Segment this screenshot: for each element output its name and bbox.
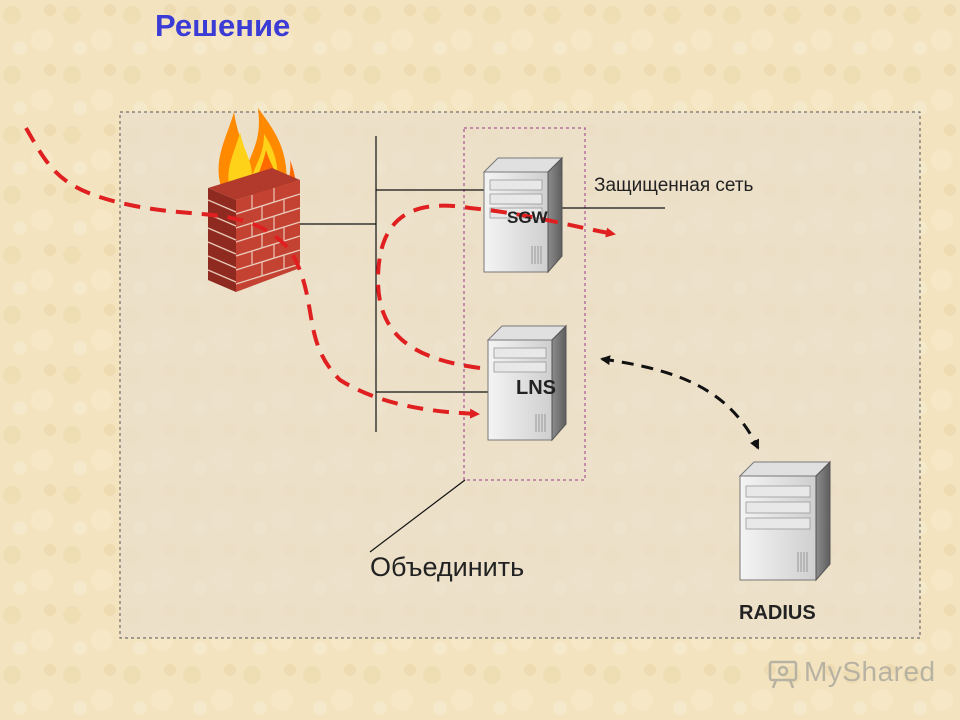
- radius-label: RADIUS: [739, 602, 816, 624]
- radius-auth-arrow: [600, 355, 760, 450]
- slide-title: Решение: [155, 8, 291, 43]
- watermark-text: MyShared: [804, 656, 936, 687]
- red-flow-bypass-arrow: [24, 127, 480, 419]
- merge-label: Объединить: [370, 552, 525, 582]
- red-flow-tunnel-arrow: [375, 203, 616, 370]
- lns-server-icon: [486, 324, 568, 442]
- lns-label: LNS: [516, 377, 556, 399]
- radius-server-icon: [738, 460, 832, 582]
- sgw-label: SGW: [507, 208, 548, 227]
- firewall-icon: [207, 108, 301, 292]
- network-lines: [292, 136, 665, 553]
- projector-icon: [768, 660, 798, 689]
- sgw-server-icon: [482, 156, 564, 274]
- merge-group-box: [463, 127, 586, 481]
- protected-network-label: Защищенная сеть: [594, 175, 754, 196]
